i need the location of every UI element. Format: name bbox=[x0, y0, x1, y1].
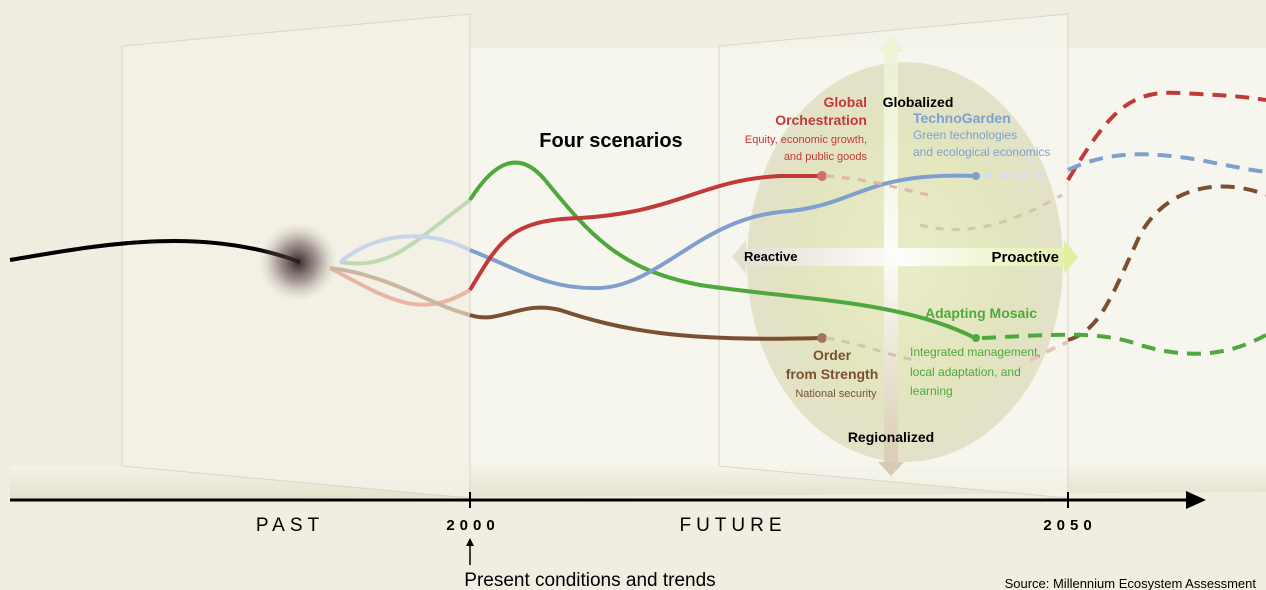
adapting-mosaic-desc-1: Integrated management, bbox=[910, 345, 1041, 359]
regionalized-label: Regionalized bbox=[848, 429, 934, 445]
order-from-strength-name-2: from Strength bbox=[786, 366, 879, 382]
year-2000-label: 2000 bbox=[446, 517, 499, 534]
present-conditions-note: Present conditions and trends bbox=[464, 570, 715, 590]
proactive-label: Proactive bbox=[991, 249, 1059, 266]
global-orchestration-name-2: Orchestration bbox=[775, 112, 867, 128]
global-orchestration-projection bbox=[1066, 90, 1266, 182]
global-orchestration-desc-1: Equity, economic growth, bbox=[745, 134, 867, 146]
adapting-mosaic-endpoint bbox=[972, 334, 980, 342]
present-conditions-dot bbox=[258, 222, 338, 302]
globalized-label: Globalized bbox=[883, 94, 954, 110]
future-label: FUTURE bbox=[679, 515, 786, 536]
technogarden-endpoint bbox=[972, 172, 980, 180]
technogarden-desc-1: Green technologies bbox=[913, 128, 1017, 142]
technogarden-projection bbox=[1067, 152, 1266, 174]
technogarden-name: TechnoGarden bbox=[913, 110, 1011, 126]
adapting-mosaic-desc-2: local adaptation, and bbox=[910, 365, 1021, 379]
order-from-strength-endpoint bbox=[817, 333, 827, 343]
adapting-mosaic-curve bbox=[468, 160, 976, 340]
order-faded-dash-2 bbox=[1029, 340, 1069, 362]
global-orchestration-endpoint bbox=[817, 171, 827, 181]
adapting-mosaic-past-segment bbox=[339, 198, 472, 266]
year-2050-label: 2050 bbox=[1043, 517, 1096, 534]
past-label: PAST bbox=[256, 515, 324, 536]
order-from-strength-past-segment bbox=[329, 266, 471, 317]
adapting-mosaic-desc-3: learning bbox=[910, 384, 953, 398]
technogarden-curve bbox=[469, 173, 976, 291]
adapting-mosaic-projection bbox=[981, 332, 1266, 356]
diagram-title: Four scenarios bbox=[539, 130, 682, 152]
source-credit: Source: Millennium Ecosystem Assessment bbox=[1005, 576, 1257, 590]
technogarden-desc-2: and ecological economics bbox=[913, 145, 1050, 159]
order-from-strength-desc: National security bbox=[795, 388, 877, 400]
order-from-strength-curve bbox=[469, 305, 821, 341]
global-orchestration-name-1: Global bbox=[823, 94, 867, 110]
horizontal-axis-arrow bbox=[732, 240, 1078, 274]
reactive-label: Reactive bbox=[744, 249, 797, 264]
technogarden-past-segment bbox=[338, 234, 471, 264]
global-orchestration-curve bbox=[468, 174, 820, 292]
order-from-strength-name-1: Order bbox=[813, 347, 852, 363]
adapting-mosaic-name: Adapting Mosaic bbox=[925, 305, 1037, 321]
time-axis-arrowhead bbox=[1186, 491, 1206, 509]
present-note-arrowhead bbox=[466, 538, 474, 546]
global-orchestration-past-segment bbox=[329, 266, 472, 307]
order-from-strength-projection bbox=[1067, 184, 1266, 342]
global-orchestration-faded-dash bbox=[825, 174, 931, 197]
global-orchestration-desc-2: and public goods bbox=[784, 151, 868, 163]
